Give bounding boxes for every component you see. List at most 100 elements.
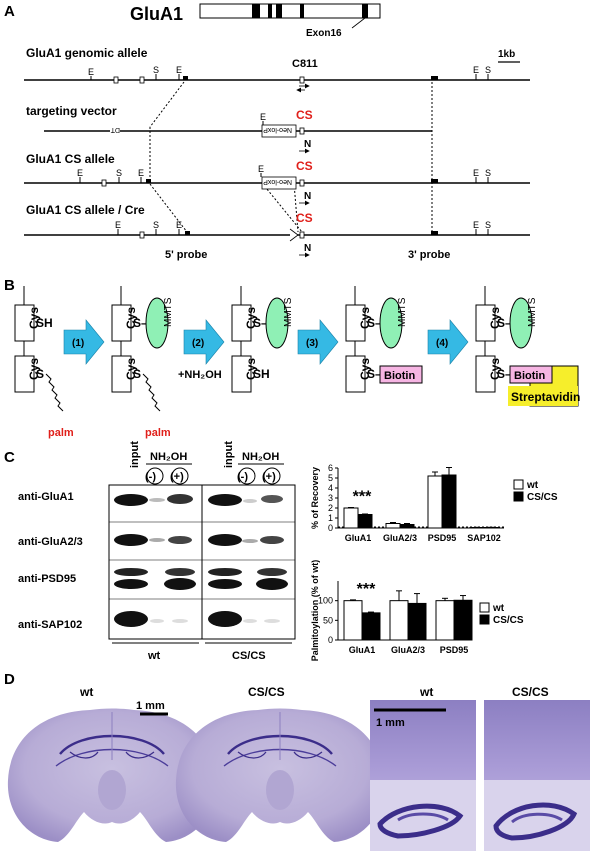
svg-text:palm: palm [48,427,74,439]
y-tick-label: 0 [328,523,333,533]
bar-glua1-cs-cs [361,612,381,641]
stage-3: Cys S– MMTS Cys SH [231,286,294,393]
legend-label-0: wt [492,603,505,614]
y-tick-label: 100 [318,596,333,606]
svg-text:Biotin: Biotin [514,370,545,382]
coronal-section-wt [7,708,217,842]
group-cscs: CS/CS [232,650,266,662]
svg-text:S: S [485,65,491,75]
lane-input-cs: input [223,441,235,468]
lane-minus-wt: (-) [145,471,156,483]
svg-text:E: E [473,65,479,75]
blot-row-labels: anti-GluA1 anti-GluA2/3 anti-PSD95 anti-… [18,491,83,631]
y-tick-label: 4 [328,483,333,493]
scale-bar-label: 1kb [498,49,515,60]
hippocampus-section-cs [484,700,590,851]
step-arrow-4: (4) [427,319,469,365]
x-tick-label: GluA1 [345,533,372,543]
svg-text:Neo-loxP: Neo-loxP [263,126,292,133]
svg-text:N: N [304,191,311,202]
cs-allele-sites: E S E E Neo-loxP N E S [77,164,491,206]
step-arrow-1: (1) [63,319,105,365]
vector-elements: DT E Neo-loxP N [110,112,311,154]
gene-title: GluA1 [130,4,183,24]
label-d-wt-hippo: wt [419,685,433,699]
blot-label-glua23: anti-GluA2/3 [18,536,83,548]
bar-glua1-wt [343,600,363,641]
bar-psd95-wt [435,600,455,641]
cs-label-cre: CS [296,211,313,225]
stage-1: Cys SH Cys S palm [14,286,74,439]
legend-label-1: CS/CS [493,615,524,626]
blot-label-sap102: anti-SAP102 [18,619,82,631]
legend-label-1: CS/CS [527,492,558,503]
label-d-cs-coronal: CS/CS [248,685,285,699]
panel-b: B Cys SH Cys S palm (1) Cys S– MMTS Cys [4,277,580,439]
svg-text:Cys: Cys [358,307,372,329]
stage-5: Cys S– MMTS Cys S– Biotin Streptavidin [475,286,580,407]
svg-text:SH: SH [253,367,270,381]
stage-2: Cys S– MMTS Cys S palm [111,286,174,439]
coronal-section-cs [175,708,385,842]
svg-text:S: S [36,367,44,381]
svg-text:DT: DT [110,126,120,133]
svg-text:(3): (3) [306,338,318,349]
legend-swatch-0 [513,479,524,490]
y-axis-label: Palmitoylation (% of wt) [310,560,320,662]
svg-text:S: S [485,220,491,230]
label-d-wt-coronal: wt [79,685,93,699]
svg-text:E: E [138,168,144,178]
panel-d: D wt CS/CS wt CS/CS 1 mm [4,671,590,851]
svg-text:MMTS: MMTS [163,297,174,327]
x-tick-label: SAP102 [467,533,501,543]
svg-text:S–: S– [133,316,148,330]
svg-text:E: E [260,112,266,122]
svg-text:S–: S– [367,367,382,381]
group-wt: wt [147,650,161,662]
svg-text:N: N [304,243,311,254]
exon-label: Exon16 [306,28,342,39]
svg-text:SH: SH [36,316,53,330]
svg-text:S–: S– [253,316,268,330]
x-tick-label: GluA1 [349,645,376,655]
y-tick-label: 50 [323,615,333,625]
svg-text:E: E [258,164,264,174]
step-arrow-2: (2) [183,319,225,365]
svg-text:(4): (4) [436,338,448,349]
scale-label-d-right: 1 mm [376,717,405,729]
cs-label-vector: CS [296,108,313,122]
alignment-guides [149,81,433,233]
svg-text:E: E [77,168,83,178]
y-tick-label: 1 [328,513,333,523]
svg-text:S: S [153,220,159,230]
lane-input-wt: input [129,441,141,468]
y-tick-label: 3 [328,493,333,503]
y-tick-label: 0 [328,635,333,645]
lane-nh2oh-cs: NH₂OH [242,451,279,463]
panel-a: A GluA1 Exon16 1kb GluA1 genomic allele … [4,3,530,261]
svg-text:S–: S– [497,367,512,381]
western-blots [108,484,296,640]
bar-psd95-wt [427,475,443,529]
gene-structure [199,3,381,29]
step-arrow-3: (3) [297,319,339,365]
svg-text:Cys: Cys [124,307,138,329]
svg-text:Cys: Cys [27,307,41,329]
svg-text:E: E [115,220,121,230]
bar-glua2-3-cs-cs [407,602,427,641]
row-label-genomic: GluA1 genomic allele [26,46,148,60]
genomic-sites: E S E E S [88,65,491,93]
svg-text:S: S [485,168,491,178]
lane-minus-cs: (-) [237,471,248,483]
bar-glua1-wt [343,507,359,529]
y-axis-label: % of Recovery [310,467,320,529]
svg-text:E: E [88,67,94,77]
svg-text:Cys: Cys [488,358,502,380]
x-tick-label: GluA2/3 [391,645,425,655]
y-tick-label: 2 [328,503,333,513]
svg-text:Cys: Cys [488,307,502,329]
cs-label-allele: CS [296,159,313,173]
c811-label: C811 [292,58,318,70]
